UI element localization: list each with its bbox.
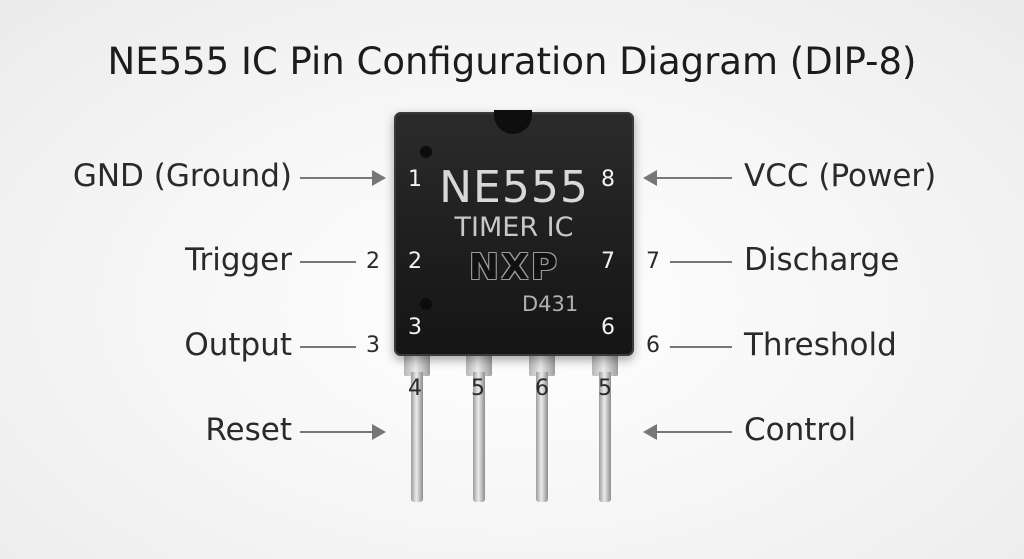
chip-pin-7: 7 [601,249,615,274]
leg-2 [473,372,485,502]
line-output [300,346,356,348]
arrow-gnd-head [372,170,386,186]
leg-number-2: 5 [471,376,485,401]
label-output: Output [184,327,292,363]
leg-3 [536,372,548,502]
arrow-vcc-line [655,177,732,179]
line-discharge [670,261,732,263]
chip-marking-part: NE555 [439,162,589,213]
leg-number-3: 6 [535,376,549,401]
arrow-reset-head [372,424,386,440]
pin1-dot [420,146,432,158]
arrow-control-line [655,431,732,433]
diagram-title: NE555 IC Pin Configuration Diagram (DIP-… [107,40,917,83]
leg-number-4: 5 [598,376,612,401]
arrow-reset-line [300,431,374,433]
chip-pin-2: 2 [408,249,422,274]
side-number-discharge: 7 [646,249,660,274]
line-threshold [670,346,732,348]
chip-pin-8: 8 [601,167,615,192]
chip-marking-code: D431 [522,292,579,316]
leg-4 [599,372,611,502]
leg-number-1: 4 [408,376,422,401]
chip-marking-brand: NXP [468,247,560,288]
chip-marking-desc: TIMER IC [454,212,574,243]
leg-1 [411,372,423,502]
chip-pin-3: 3 [408,315,422,340]
label-discharge: Discharge [744,242,900,278]
chip-dot-lower [420,298,432,310]
label-vcc: VCC (Power) [744,158,937,194]
side-number-output: 3 [366,333,380,358]
arrow-vcc-head [643,170,657,186]
arrow-gnd-line [300,177,374,179]
label-threshold: Threshold [744,327,897,363]
line-trigger [300,261,356,263]
chip-pin-6: 6 [601,315,615,340]
label-control: Control [744,412,857,448]
arrow-control-head [643,424,657,440]
side-number-threshold: 6 [646,333,660,358]
side-number-trigger: 2 [366,249,380,274]
chip-notch [494,110,532,134]
label-reset: Reset [205,412,292,448]
chip-pin-1: 1 [408,167,422,192]
label-trigger: Trigger [185,242,292,278]
ic-chip-body: NE555 TIMER IC NXP D431 1 2 3 8 7 6 [394,110,634,356]
label-gnd: GND (Ground) [72,158,292,194]
